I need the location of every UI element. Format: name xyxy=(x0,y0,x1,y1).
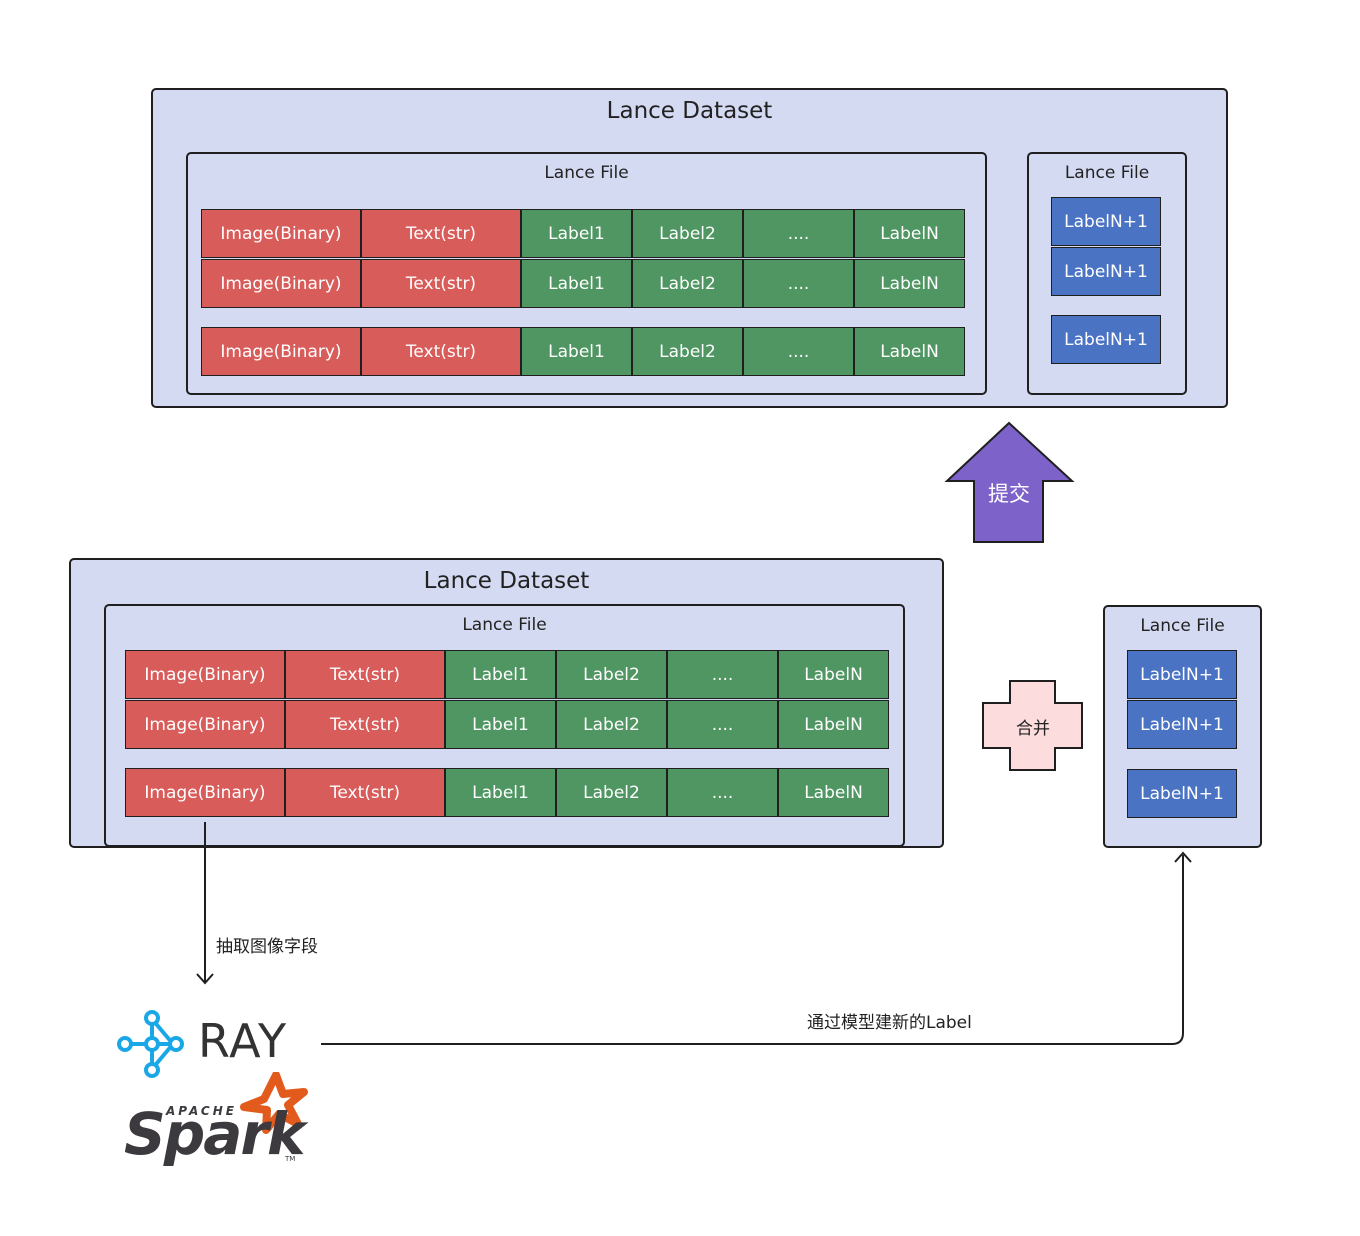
image-binary-cell: Image(Binary) xyxy=(125,768,285,817)
new-label-arrow-line xyxy=(321,855,1184,1045)
top-file-main-title: Lance File xyxy=(544,163,629,183)
labeln-cell: LabelN xyxy=(778,700,889,749)
ray-logo-icon xyxy=(117,1010,184,1078)
table-row: Image(Binary) Text(str) Label1 Label2 ..… xyxy=(125,650,889,699)
label1-cell: Label1 xyxy=(521,327,632,376)
text-str-cell: Text(str) xyxy=(361,209,521,258)
apache-text: APACHE xyxy=(166,1104,237,1118)
bottom-table: Image(Binary) Text(str) Label1 Label2 ..… xyxy=(125,650,889,817)
table-row: Image(Binary) Text(str) Label1 Label2 ..… xyxy=(125,700,889,749)
text-str-cell: Text(str) xyxy=(285,768,445,817)
label1-cell: Label1 xyxy=(445,700,556,749)
label2-cell: Label2 xyxy=(632,209,743,258)
label2-cell: Label2 xyxy=(556,700,667,749)
top-file-side-title: Lance File xyxy=(1064,163,1150,183)
labeln-cell: LabelN xyxy=(854,259,965,308)
ellipsis-cell: .... xyxy=(743,209,854,258)
bottom-file-main-title: Lance File xyxy=(462,615,547,635)
ellipsis-cell: .... xyxy=(667,700,778,749)
spark-tm-text: TM xyxy=(285,1155,296,1163)
new-label-arrow-head-icon xyxy=(1174,851,1192,863)
new-label-cell: LabelN+1 xyxy=(1051,315,1161,364)
image-binary-cell: Image(Binary) xyxy=(201,259,361,308)
image-binary-cell: Image(Binary) xyxy=(201,327,361,376)
spark-star-icon xyxy=(240,1072,308,1134)
top-table: Image(Binary) Text(str) Label1 Label2 ..… xyxy=(201,209,965,376)
spark-text: Spark xyxy=(124,1100,306,1168)
side-file-title: Lance File xyxy=(1140,616,1225,636)
table-row: Image(Binary) Text(str) Label1 Label2 ..… xyxy=(201,259,965,308)
image-binary-cell: Image(Binary) xyxy=(201,209,361,258)
label1-cell: Label1 xyxy=(445,768,556,817)
ellipsis-cell: .... xyxy=(667,650,778,699)
labeln-cell: LabelN xyxy=(854,327,965,376)
new-label-text: 通过模型建新的Label xyxy=(807,1013,972,1033)
label2-cell: Label2 xyxy=(556,768,667,817)
ellipsis-cell: .... xyxy=(667,768,778,817)
text-str-cell: Text(str) xyxy=(285,700,445,749)
table-row: Image(Binary) Text(str) Label1 Label2 ..… xyxy=(125,768,889,817)
bottom-dataset-title: Lance Dataset xyxy=(423,568,590,594)
new-label-cell: LabelN+1 xyxy=(1051,247,1161,296)
label1-cell: Label1 xyxy=(445,650,556,699)
extract-label: 抽取图像字段 xyxy=(216,937,318,957)
text-str-cell: Text(str) xyxy=(361,259,521,308)
commit-arrow-icon xyxy=(944,421,1075,543)
labeln-cell: LabelN xyxy=(778,768,889,817)
commit-label: 提交 xyxy=(988,482,1030,506)
ray-logo-text: RAY xyxy=(198,1014,288,1068)
table-row: Image(Binary) Text(str) Label1 Label2 ..… xyxy=(201,209,965,258)
merge-plus-icon xyxy=(982,680,1083,771)
label1-cell: Label1 xyxy=(521,209,632,258)
image-binary-cell: Image(Binary) xyxy=(125,700,285,749)
text-str-cell: Text(str) xyxy=(361,327,521,376)
new-label-cell: LabelN+1 xyxy=(1051,197,1161,246)
new-label-cell: LabelN+1 xyxy=(1127,700,1237,749)
ellipsis-cell: .... xyxy=(743,327,854,376)
labeln-cell: LabelN xyxy=(778,650,889,699)
label2-cell: Label2 xyxy=(556,650,667,699)
top-dataset-title: Lance Dataset xyxy=(606,98,773,124)
label2-cell: Label2 xyxy=(632,259,743,308)
ellipsis-cell: .... xyxy=(743,259,854,308)
extract-arrow-head-icon xyxy=(196,973,214,985)
text-str-cell: Text(str) xyxy=(285,650,445,699)
merge-label: 合并 xyxy=(1016,719,1050,739)
labeln-cell: LabelN xyxy=(854,209,965,258)
table-row: Image(Binary) Text(str) Label1 Label2 ..… xyxy=(201,327,965,376)
label2-cell: Label2 xyxy=(632,327,743,376)
label1-cell: Label1 xyxy=(521,259,632,308)
new-label-cell: LabelN+1 xyxy=(1127,650,1237,699)
new-label-cell: LabelN+1 xyxy=(1127,769,1237,818)
image-binary-cell: Image(Binary) xyxy=(125,650,285,699)
